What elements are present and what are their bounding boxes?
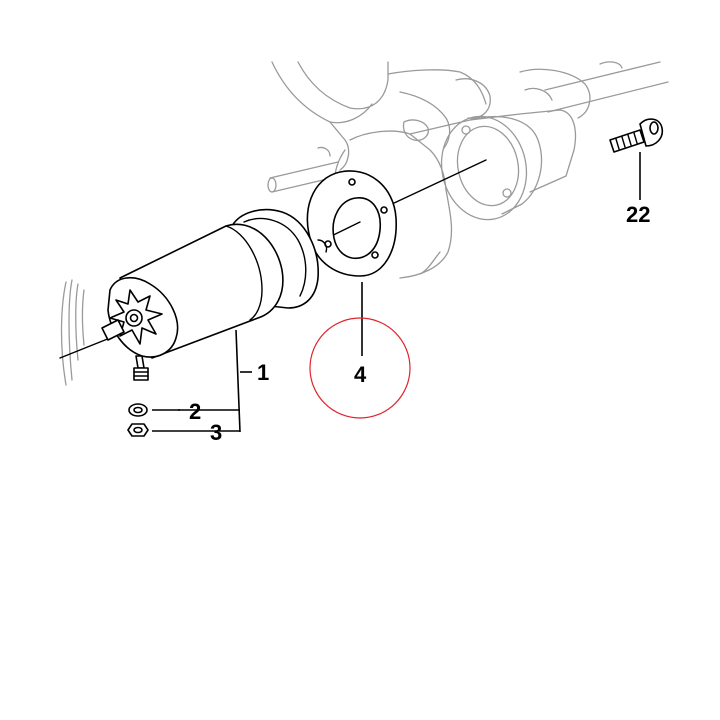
cylinder-body (101, 208, 328, 381)
bolt (609, 118, 664, 153)
highlight-circle (309, 317, 411, 419)
nut (127, 423, 149, 437)
washer (128, 403, 148, 417)
callout-part-22: 22 (626, 202, 650, 227)
callout-part-4: 4 (354, 362, 367, 387)
callout-part-1: 1 (257, 360, 269, 385)
leader-lines (152, 152, 641, 433)
gasket-ring (306, 170, 397, 277)
callout-part-3: 3 (210, 420, 222, 445)
callout-part-2: 2 (189, 399, 201, 424)
